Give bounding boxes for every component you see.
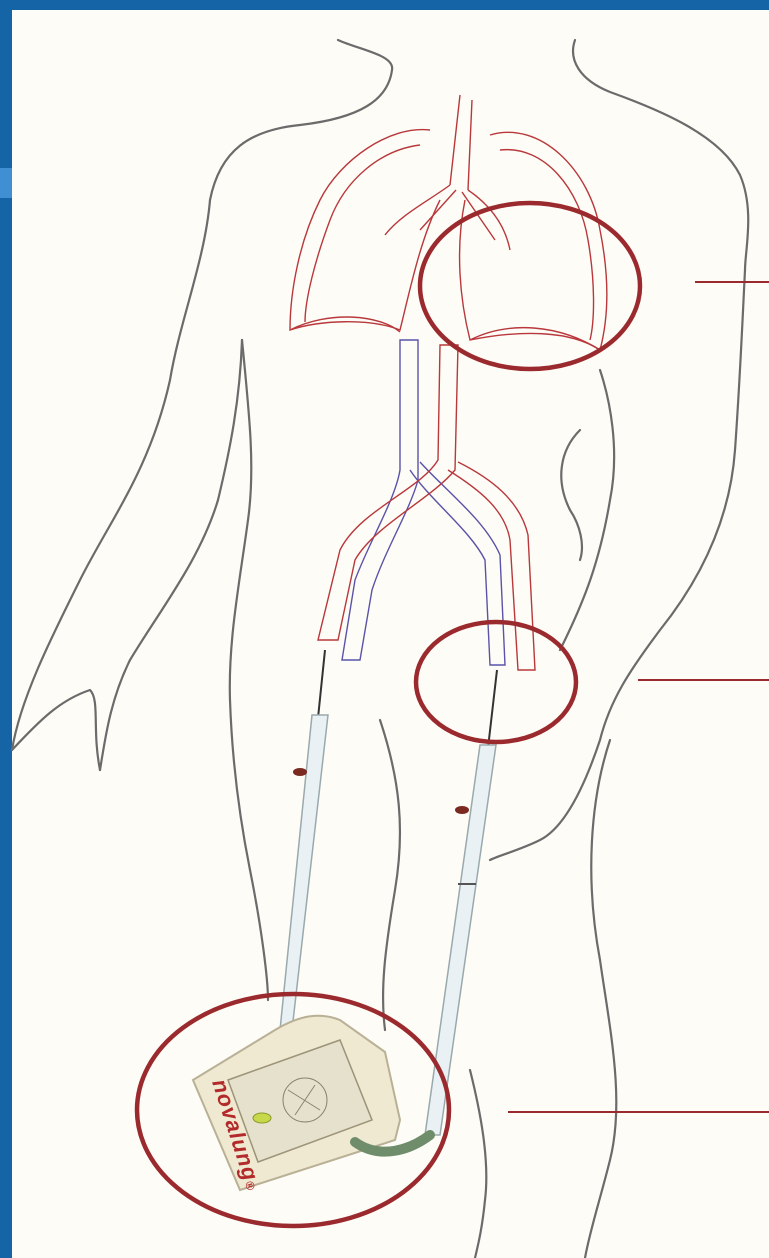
neck-right-outline xyxy=(573,40,748,270)
femoral-artery-right xyxy=(448,462,535,670)
device-indicator xyxy=(253,1113,271,1123)
right-cannula-tube xyxy=(425,745,496,1135)
neck-left-outline xyxy=(210,40,392,200)
trachea xyxy=(450,95,472,190)
left-lung-inner xyxy=(305,145,420,322)
left-lung xyxy=(290,130,440,330)
right-leg-outline xyxy=(585,740,616,1258)
right-waist-outline xyxy=(561,430,582,560)
right-lung xyxy=(460,132,607,350)
bronchi xyxy=(385,185,510,250)
right-cannula-wire xyxy=(488,670,497,748)
right-torso-outline xyxy=(490,270,745,860)
right-hip-outline xyxy=(560,370,614,650)
lung-icon xyxy=(290,95,607,350)
vena-cava xyxy=(342,340,418,660)
left-arm-outline xyxy=(12,200,210,750)
left-cannula-wire xyxy=(318,650,325,718)
aorta xyxy=(318,345,458,640)
oxygenator-device-icon: novalung® xyxy=(193,1016,430,1194)
left-cannula-clamp xyxy=(293,768,307,776)
right-inner-leg-outline xyxy=(470,1070,486,1258)
left-cannula-tube xyxy=(280,715,328,1030)
left-torso-outline xyxy=(230,340,268,1000)
left-arm-inner-outline xyxy=(100,340,242,770)
left-inner-leg-outline xyxy=(380,720,400,1030)
right-cannula-clamp xyxy=(455,806,469,814)
femoral-vein-right xyxy=(410,462,505,665)
